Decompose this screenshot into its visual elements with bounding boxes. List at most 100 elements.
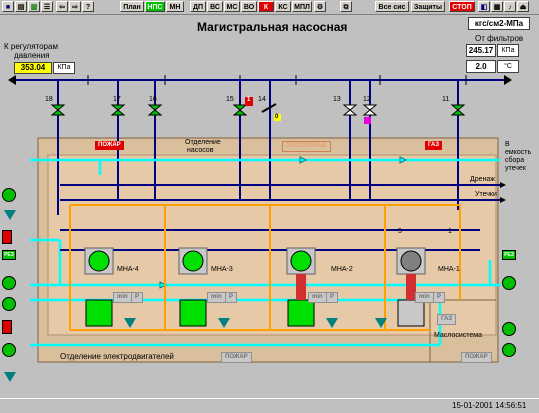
fire-alarm-motors[interactable]: ПОЖАР [221,352,252,363]
valve-18[interactable] [50,104,66,116]
status-triangles [4,210,387,382]
mpl-button[interactable]: МПЛ [292,1,312,12]
to-tank-label-3: сбора [505,157,525,164]
header-left-arrow [8,75,16,85]
left-pressure-unit: КПа [53,62,75,74]
valve-17[interactable] [110,104,126,116]
toolbar: ■ ▤ ▥ ☰ ⇦ ⇨ ? План НПС МН ДП ВС МС ВО К … [0,0,539,15]
status-bar [0,398,539,413]
pump-hall [47,154,497,336]
valve-number-18: 18 [45,96,53,103]
pump-1-min[interactable]: min [415,292,434,303]
header-right-arrow [504,75,512,85]
chart-icon[interactable]: ▥ [28,1,40,12]
pump-name-mna-1: МНА-1 [438,266,460,273]
units-display[interactable]: кгс/см2-МПа [468,17,530,30]
valve-14[interactable] [261,103,277,113]
ks-button[interactable]: КС [275,1,291,12]
temperature-value: 2.0 [466,60,496,73]
app-icon[interactable]: ■ [2,1,14,12]
mc-button[interactable]: МС [224,1,240,12]
valve-12-flag [364,117,371,124]
left-fan-2[interactable] [2,276,16,290]
settings-icon[interactable]: ⚙ [314,1,326,12]
right-fan-3[interactable] [502,343,516,357]
left-fan-4[interactable] [2,343,16,357]
valve-number-17: 17 [113,96,121,103]
protections-button[interactable]: Защиты [411,1,445,12]
to-tank-label-1: В [505,141,510,148]
oil-system-label: Маслосистема [434,332,482,339]
plan-button[interactable]: План [120,1,144,12]
valve-number-5: 5 [398,228,402,235]
left-fan-1[interactable] [2,188,16,202]
fire-alarm-pump-hall[interactable]: ПОЖАР [95,141,124,150]
timestamp: 15-01-2001 14:56:51 [452,401,527,410]
valve-15[interactable] [232,104,248,116]
pump-2-min[interactable]: min [308,292,327,303]
pump-4-p[interactable]: P [131,292,144,303]
dp-button[interactable]: ДП [190,1,206,12]
pump-mna-2[interactable] [286,247,316,300]
page-title: Магистральная насосная [197,20,348,34]
sound-icon[interactable]: ♪ [504,1,516,12]
left-alarm-1[interactable] [2,230,12,244]
grid-icon[interactable]: ▦ [491,1,503,12]
pump-dept-label-1: Отделение [185,139,221,146]
valve-number-11: 11 [442,96,450,103]
left-pressure-label-2: давления [14,51,50,60]
drain-arrow [500,182,506,188]
valve-15-flag-text: 1 [247,97,251,103]
back-arrow-icon[interactable]: ⇦ [56,1,68,12]
pump-mna-4[interactable] [84,247,114,275]
gas-alarm-oil[interactable]: ГАЗ [437,314,457,325]
pump-3-min[interactable]: min [207,292,226,303]
motor-4[interactable] [85,299,113,327]
to-tank-label-2: емкость [505,149,532,156]
forward-arrow-icon[interactable]: ⇨ [69,1,81,12]
valve-16[interactable] [147,104,163,116]
valve-14-flag [274,114,281,121]
motor-1[interactable] [397,299,425,327]
valve-12[interactable] [362,104,378,116]
pump-3-p[interactable]: P [225,292,238,303]
pump-mna-1[interactable] [396,247,426,300]
valve-14-flag-text: 0 [275,114,279,120]
valve-15-flag [245,97,253,106]
vo-button[interactable]: ВО [241,1,257,12]
pump-4-min[interactable]: min [113,292,132,303]
help-icon[interactable]: ? [82,1,94,12]
pump-mna-3[interactable] [178,247,208,275]
left-fan-3[interactable] [2,297,16,311]
nps-button[interactable]: НПС [145,1,165,12]
valve-number-13: 13 [333,96,341,103]
motor-3[interactable] [179,299,207,327]
valve-11[interactable] [450,104,466,116]
valve-number-15: 15 [226,96,234,103]
temperature-unit: °С [497,60,519,73]
right-fan-1[interactable] [502,276,516,290]
pump-2-p[interactable]: P [326,292,339,303]
pump-1-p[interactable]: P [433,292,446,303]
exit-icon[interactable]: ⏏ [517,1,529,12]
all-systems-button[interactable]: Все сис [375,1,409,12]
k-button[interactable]: К [258,1,274,12]
pump-name-mna-4: МНА-4 [117,266,139,273]
motor-2[interactable] [287,299,315,327]
left-alarm-2[interactable] [2,320,12,334]
valve-number-14: 14 [258,96,266,103]
gas-alarm-top[interactable]: ГАЗ [425,141,443,150]
stop-button[interactable]: СТОП [449,1,475,12]
vs-button[interactable]: ВС [207,1,223,12]
flood-alarm[interactable]: ЗАТОПЛЕНИЕ [282,141,332,152]
right-fan-2[interactable] [502,322,516,336]
valve-13[interactable] [342,104,358,116]
list-icon[interactable]: ☰ [41,1,53,12]
mn-button[interactable]: МН [166,1,184,12]
right-indicator[interactable]: РЕЗ [502,250,516,260]
print-icon[interactable]: ▤ [15,1,27,12]
fire-alarm-oil[interactable]: ПОЖАР [461,352,492,363]
pumps-icon[interactable]: ◧ [478,1,490,12]
copy-icon[interactable]: ⧉ [340,1,352,12]
left-indicator[interactable]: РЕЗ [2,250,16,260]
